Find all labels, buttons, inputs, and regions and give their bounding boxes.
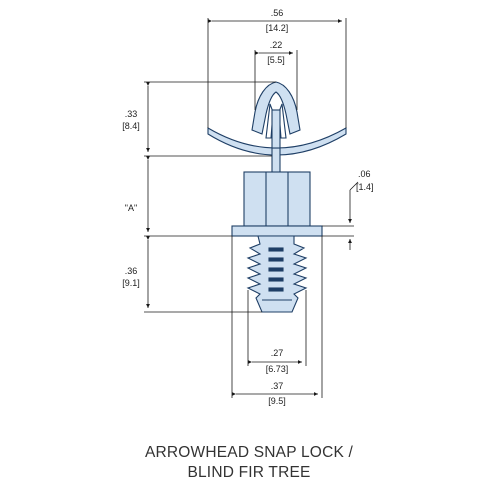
flange [231, 225, 323, 237]
arrowhead-prong [265, 103, 274, 139]
overall-width-in: .56 [271, 8, 284, 18]
arrowhead [251, 81, 301, 135]
stem [271, 147, 281, 175]
fir-tree-height-in: .36 [125, 266, 138, 276]
caption-line-1: ARROWHEAD SNAP LOCK / [145, 444, 354, 461]
dimension-labels: .56 [14.2] .22 [5.5] .33 [8.4] "A" .36 [… [122, 8, 373, 406]
snap-wing [207, 127, 347, 156]
arrowhead-height-mm: [8.4] [122, 121, 140, 131]
arrowhead-width-in: .22 [270, 40, 283, 50]
flange-thickness-in: .06 [358, 169, 371, 179]
fir-tree-height-mm: [9.1] [122, 278, 140, 288]
dimension-lines [144, 18, 359, 398]
arrowhead-prong [278, 103, 287, 139]
flange-width-mm: [9.5] [268, 396, 286, 406]
part-drawing [207, 81, 347, 313]
caption: ARROWHEAD SNAP LOCK / BLIND FIR TREE [145, 444, 354, 481]
caption-line-2: BLIND FIR TREE [187, 464, 310, 481]
panel-thickness-label: "A" [125, 203, 137, 213]
fir-tree-width-mm: [6.73] [266, 364, 289, 374]
arrowhead-width-mm: [5.5] [267, 55, 285, 65]
overall-width-mm: [14.2] [266, 23, 289, 33]
body-block [243, 171, 311, 227]
flange-width-in: .37 [271, 381, 284, 391]
flange-thickness-mm: [1.4] [356, 182, 374, 192]
fir-tree [246, 235, 308, 313]
fir-tree-width-in: .27 [271, 348, 284, 358]
arrowhead-height-in: .33 [125, 109, 138, 119]
